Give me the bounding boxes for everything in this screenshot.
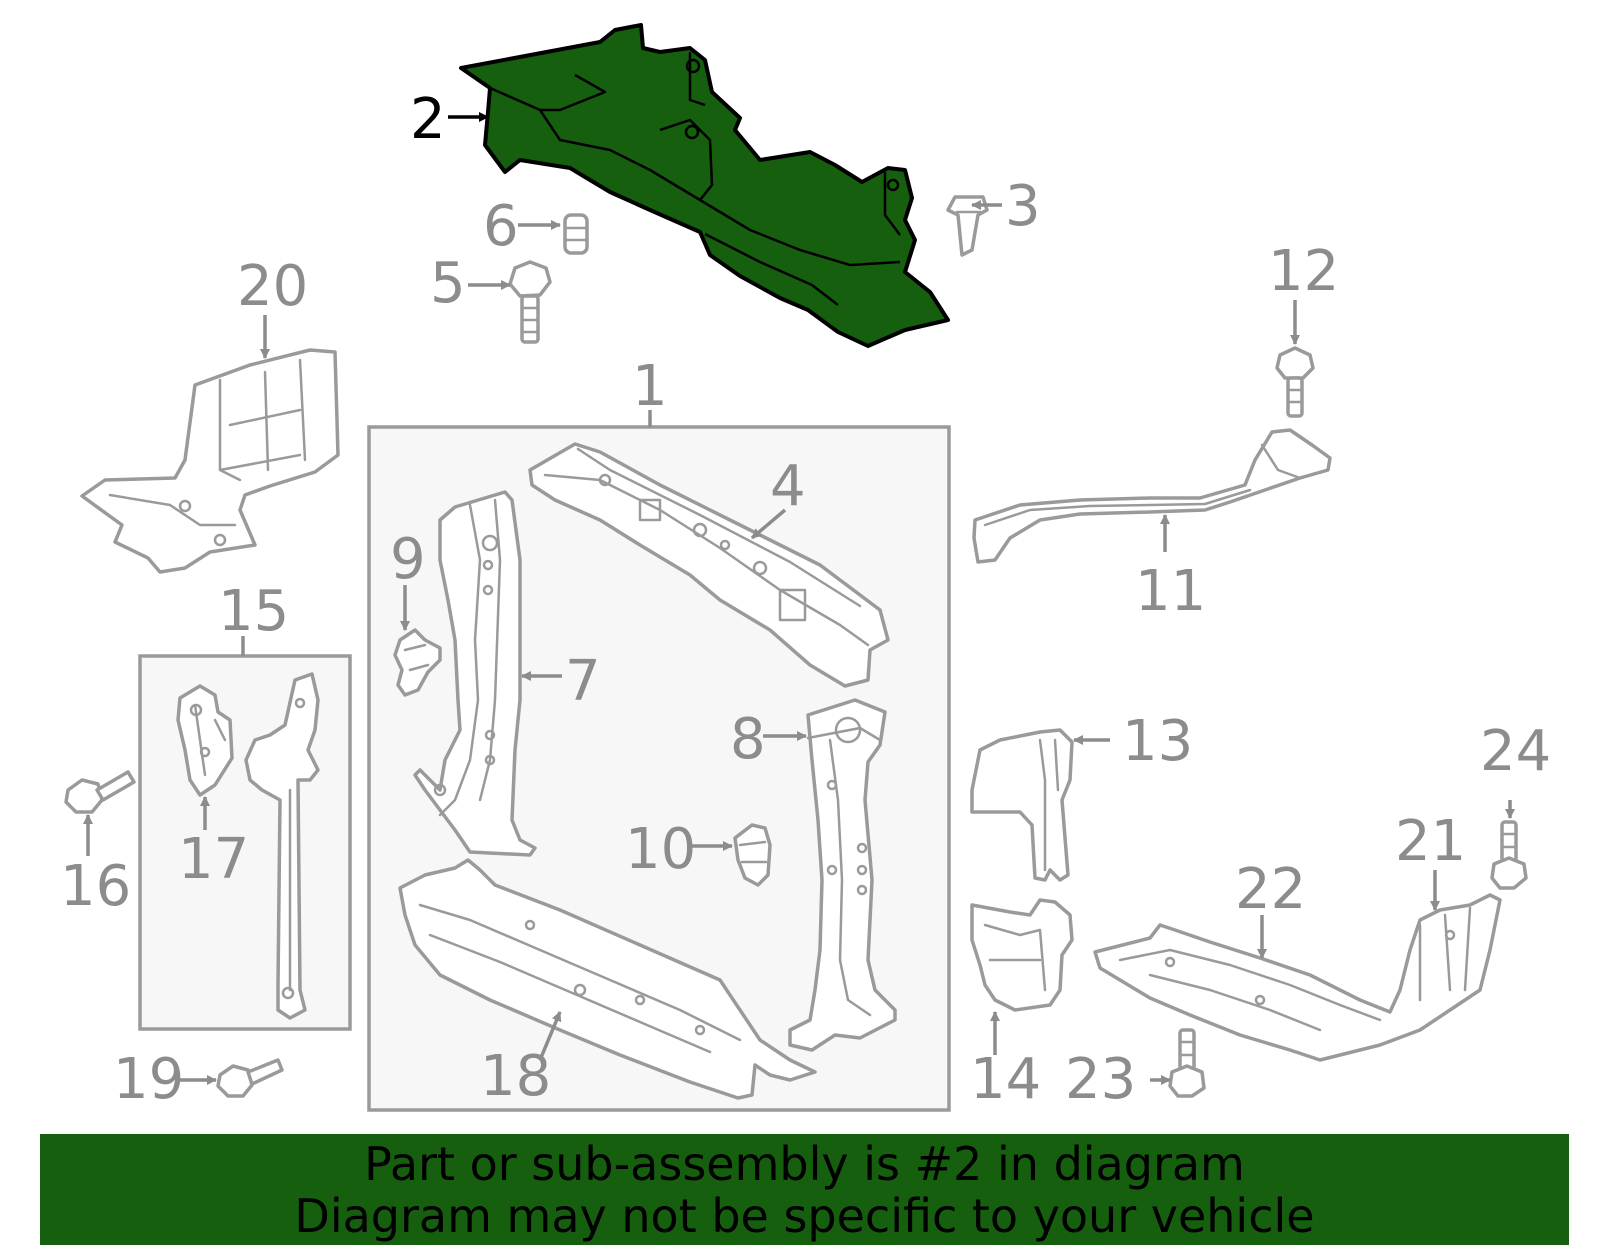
part-19-bolt[interactable] [216, 1058, 284, 1098]
callout-11: 11 [1135, 559, 1206, 624]
callout-10: 10 [625, 817, 696, 882]
callout-12: 12 [1268, 239, 1339, 304]
info-banner: Part or sub-assembly is #2 in diagram Di… [40, 1134, 1569, 1245]
callout-4: 4 [770, 454, 806, 519]
callout-19: 19 [113, 1047, 184, 1112]
banner-line-2: Diagram may not be specific to your vehi… [294, 1188, 1315, 1243]
part-14-cover[interactable] [970, 898, 1074, 1012]
callout-2: 2 [410, 87, 446, 152]
part-22-under-cover[interactable] [1093, 893, 1502, 1062]
leader-lines [83, 112, 1515, 1085]
callout-16: 16 [60, 854, 131, 919]
banner-line-1: Part or sub-assembly is #2 in diagram [364, 1136, 1245, 1191]
part-10-bracket[interactable] [733, 823, 772, 887]
callout-15: 15 [218, 579, 289, 644]
callout-8: 8 [730, 707, 766, 772]
part-9-bracket[interactable] [393, 628, 442, 697]
callout-7: 7 [565, 649, 601, 714]
part-18-lower-support[interactable] [398, 858, 817, 1100]
part-8-right-support[interactable] [788, 698, 897, 1052]
part-13-cover[interactable] [970, 728, 1074, 882]
part-3-clip[interactable] [946, 195, 989, 257]
part-15-stay[interactable] [244, 672, 320, 1020]
callout-17: 17 [178, 827, 249, 892]
callout-24: 24 [1480, 719, 1551, 784]
callout-18: 18 [480, 1044, 551, 1109]
callout-5: 5 [430, 251, 466, 316]
callout-1: 1 [632, 354, 668, 419]
callout-22: 22 [1235, 857, 1306, 922]
callout-21: 21 [1395, 809, 1466, 874]
part-11-bracket[interactable] [972, 428, 1332, 564]
callout-9: 9 [390, 527, 426, 592]
part-5-bolt[interactable] [508, 260, 552, 344]
callout-13: 13 [1122, 709, 1193, 774]
part-24-bolt[interactable] [1490, 820, 1528, 890]
part-16-bolt[interactable] [64, 770, 136, 814]
callout-3: 3 [1005, 174, 1041, 239]
part-12-bolt[interactable] [1275, 346, 1315, 418]
callout-14: 14 [970, 1047, 1041, 1112]
part-23-bolt[interactable] [1168, 1028, 1206, 1098]
callout-6: 6 [483, 194, 519, 259]
part-7-left-support[interactable] [413, 490, 537, 857]
part-6-cap[interactable] [563, 213, 589, 255]
part-20-bracket[interactable] [80, 348, 340, 574]
callout-23: 23 [1065, 1047, 1136, 1112]
part-4-upper-support[interactable] [528, 442, 890, 688]
part-17-bracket[interactable] [176, 684, 234, 797]
part-2-highlighted[interactable] [459, 23, 950, 348]
callout-20: 20 [237, 254, 308, 319]
